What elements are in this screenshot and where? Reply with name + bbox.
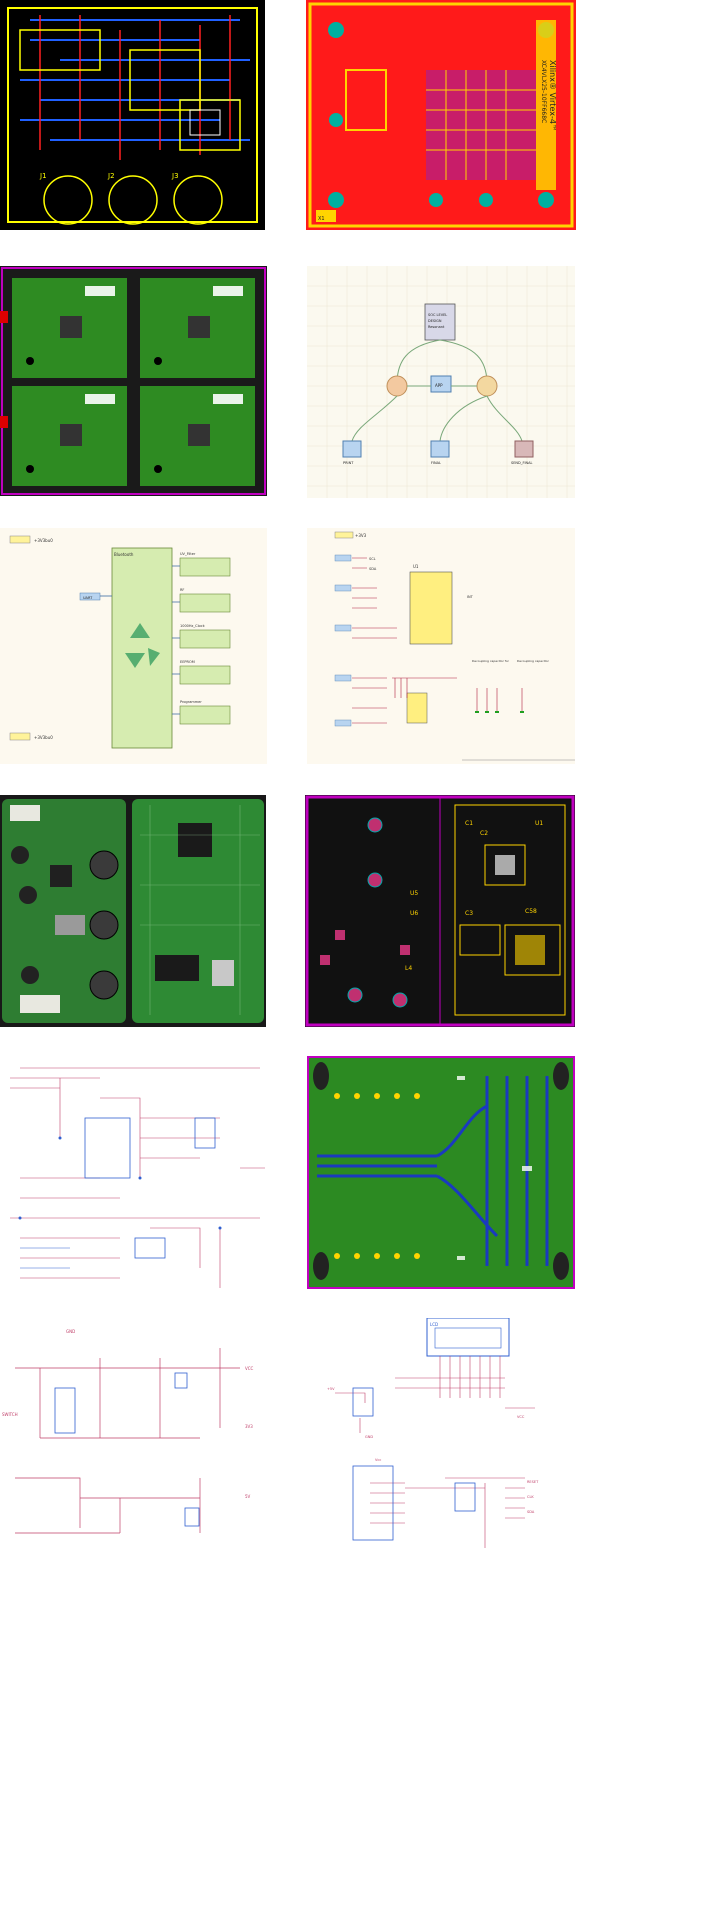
flow-bottom-label-3: SEND_FINAL (511, 461, 533, 465)
lcd-label-vcc2: Vcc (375, 1458, 381, 1462)
pcb-red-xilinx-svg: Xilinx® Virtex-4™ XC4VLX25-10FF668C X1 (306, 0, 576, 230)
xilinx-corner-label: X1 (318, 216, 325, 222)
schematic-large-svg (0, 1058, 267, 1288)
schematic-mcu-image: +3V3 U1 SCL SDA INT Decoupling capacitor… (307, 528, 575, 764)
lcd-label-sda: SDA (527, 1510, 535, 1514)
flow-app-label: APP (435, 383, 443, 388)
power-label-switch: SWITCH (2, 1412, 18, 1417)
pcb-black-u1: U1 (535, 820, 543, 827)
pcb-green-long-svg (307, 1056, 575, 1289)
schematic-block-image: +3V3bu0 Bluetooth UART UV_Filter RF 1000… (0, 528, 267, 764)
power-label-5v: 5V (245, 1494, 251, 1499)
power-label-3v3: 3V3 (245, 1424, 253, 1429)
pcb-red-xilinx-image: Xilinx® Virtex-4™ XC4VLX25-10FF668C X1 (306, 0, 576, 230)
pcb-black-c58: C58 (525, 908, 537, 915)
pcb-green-panel-svg (0, 266, 267, 496)
pcb-black-layout-image: C1 C2 C3 U1 U5 U6 L4 C58 (305, 795, 575, 1027)
pcb-black-c2: C2 (480, 830, 488, 837)
mcu-decoupling-2: Decoupling capacitor (517, 659, 550, 663)
schematic-block-svg: +3V3bu0 Bluetooth UART UV_Filter RF 1000… (0, 528, 267, 764)
pcb-dark-label-3: J3 (171, 172, 179, 180)
schematic-large-image (0, 1058, 267, 1288)
block-main-title: Bluetooth (114, 552, 134, 557)
xilinx-title: Xilinx® Virtex-4™ (548, 60, 557, 132)
schematic-power-image: GND VCC 3V3 5V SWITCH (0, 1318, 267, 1548)
lcd-label-vcc: VCC (517, 1415, 525, 1419)
block-bottom-label: +3V3bu0 (34, 735, 53, 740)
xilinx-part: XC4VLX25-10FF668C (540, 60, 547, 123)
mcu-top-label: +3V3 (355, 533, 367, 538)
pcb-photo-image (0, 795, 266, 1027)
flow-bottom-label-1: PRINT (343, 461, 354, 465)
lcd-label-gnd: GND (365, 1435, 373, 1439)
mcu-int: INT (467, 595, 474, 599)
block-clock-label: 1000Hz_Clock (180, 624, 206, 628)
schematic-mcu-svg: +3V3 U1 SCL SDA INT Decoupling capacitor… (307, 528, 575, 764)
schematic-lcd-image: LCD +5V GND VCC Vcc RESET CLK SDA (305, 1318, 575, 1548)
mcu-sda: SDA (369, 567, 377, 571)
pcb-dark-label-1: J1 (39, 172, 47, 180)
pcb-black-c3: C3 (465, 910, 473, 917)
pcb-green-long-image (307, 1056, 575, 1289)
pcb-photo-svg (0, 795, 266, 1027)
flow-top-box-l1: SOC LEVEL (428, 313, 447, 317)
flow-top-box-l2: DESIGN (428, 319, 442, 323)
block-top-label: +3V3bu0 (34, 538, 53, 543)
schematic-lcd-svg: LCD +5V GND VCC Vcc RESET CLK SDA (305, 1318, 575, 1548)
pcb-black-u5: U5 (410, 890, 418, 897)
lcd-label-5v: +5V (327, 1387, 335, 1391)
flow-bottom-label-2: FINAL (431, 461, 441, 465)
mcu-decoupling-1: Decoupling capacitor for (472, 659, 510, 663)
lcd-label-clk: CLK (527, 1495, 534, 1499)
pcb-black-c1: C1 (465, 820, 473, 827)
power-label-vcc: VCC (245, 1366, 254, 1371)
power-label-gnd: GND (66, 1329, 75, 1334)
mcu-ref: U1 (413, 564, 419, 569)
pcb-black-layout-svg: C1 C2 C3 U1 U5 U6 L4 C58 (305, 795, 575, 1027)
pcb-black-u6: U6 (410, 910, 418, 917)
lcd-label-reset: RESET (527, 1480, 539, 1484)
flow-top-box-l3: Resonant (428, 325, 445, 329)
schematic-power-svg: GND VCC 3V3 5V SWITCH (0, 1318, 267, 1548)
pcb-dark-layout-svg: J1 J2 J3 (0, 0, 265, 230)
pcb-dark-layout-image: J1 J2 J3 (0, 0, 265, 230)
block-programmer-label: Programmer (180, 700, 202, 704)
block-uart-label: UART (83, 596, 93, 600)
flow-diagram-svg: SOC LEVEL DESIGN Resonant APP PRINT FINA… (307, 266, 575, 498)
flow-diagram-image: SOC LEVEL DESIGN Resonant APP PRINT FINA… (307, 266, 575, 498)
block-eeprom-label: EEPROM (180, 660, 195, 664)
pcb-green-panel-image (0, 266, 267, 496)
block-uv-label: UV_Filter (180, 552, 196, 556)
lcd-title: LCD (430, 1322, 438, 1327)
mcu-scl: SCL (369, 557, 376, 561)
pcb-dark-label-2: J2 (107, 172, 115, 180)
pcb-black-l4: L4 (405, 965, 412, 972)
block-rf-label: RF (180, 588, 184, 592)
